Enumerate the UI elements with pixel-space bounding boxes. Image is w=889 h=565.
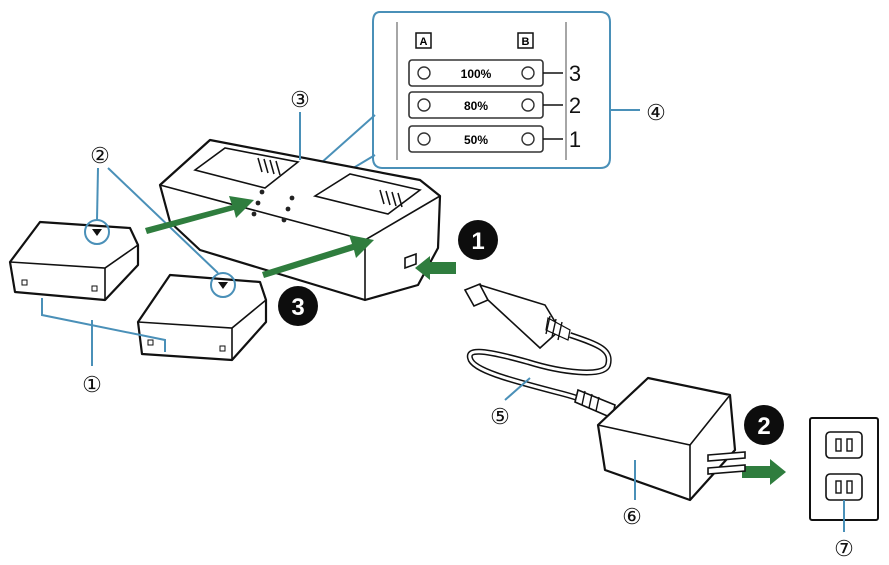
level-number: 3 [569, 61, 581, 86]
level-percent: 50% [464, 133, 488, 147]
svg-text:⑦: ⑦ [834, 536, 854, 561]
step-badge-3: 3 [278, 286, 318, 326]
svg-text:②: ② [90, 143, 110, 168]
step-number: 2 [757, 413, 770, 440]
lamp-b-icon [521, 98, 535, 112]
svg-text:④: ④ [646, 100, 666, 125]
level-number: 1 [569, 127, 581, 152]
svg-text:①: ① [82, 372, 102, 397]
usb-cable [463, 282, 616, 420]
battery-right [136, 272, 268, 362]
callout-7: ⑦ [834, 536, 854, 561]
indicator-row-100: 100% 3 [408, 59, 581, 87]
connect-arrow [415, 256, 456, 280]
battery-mark-icon [210, 272, 236, 298]
step-badge-2: 2 [744, 405, 784, 445]
svg-text:⑥: ⑥ [622, 504, 642, 529]
callout-5: ⑤ [490, 404, 510, 429]
level-percent: 100% [461, 67, 492, 81]
lamp-a-icon [417, 132, 431, 146]
step-number: 3 [291, 294, 304, 321]
insert-arrow-right [262, 235, 374, 278]
callout-2: ② [90, 143, 110, 168]
level-percent: 80% [464, 99, 488, 113]
slot-b-label: B [522, 36, 530, 48]
insert-arrow-left [145, 196, 254, 234]
level-number: 2 [569, 93, 581, 118]
lamp-a-icon [417, 66, 431, 80]
plug-arrow [742, 459, 786, 485]
ac-adapter [596, 376, 746, 502]
callout-4: ④ [646, 100, 666, 125]
svg-text:⑤: ⑤ [490, 404, 510, 429]
slot-a-label: A [420, 36, 428, 48]
lamp-a-icon [417, 98, 431, 112]
battery-charger [158, 138, 442, 302]
callout-3: ③ [290, 87, 310, 112]
indicator-panel: A B 100% 3 80% 2 50% 1 [372, 11, 611, 169]
lamp-b-icon [521, 132, 535, 146]
callout-6: ⑥ [622, 504, 642, 529]
step-number: 1 [471, 228, 484, 255]
step-badge-1: 1 [458, 220, 498, 260]
callout-1: ① [82, 372, 102, 397]
indicator-row-50: 50% 1 [408, 125, 581, 153]
battery-left [8, 219, 140, 302]
svg-text:③: ③ [290, 87, 310, 112]
lamp-b-icon [521, 66, 535, 80]
indicator-row-80: 80% 2 [408, 91, 581, 119]
